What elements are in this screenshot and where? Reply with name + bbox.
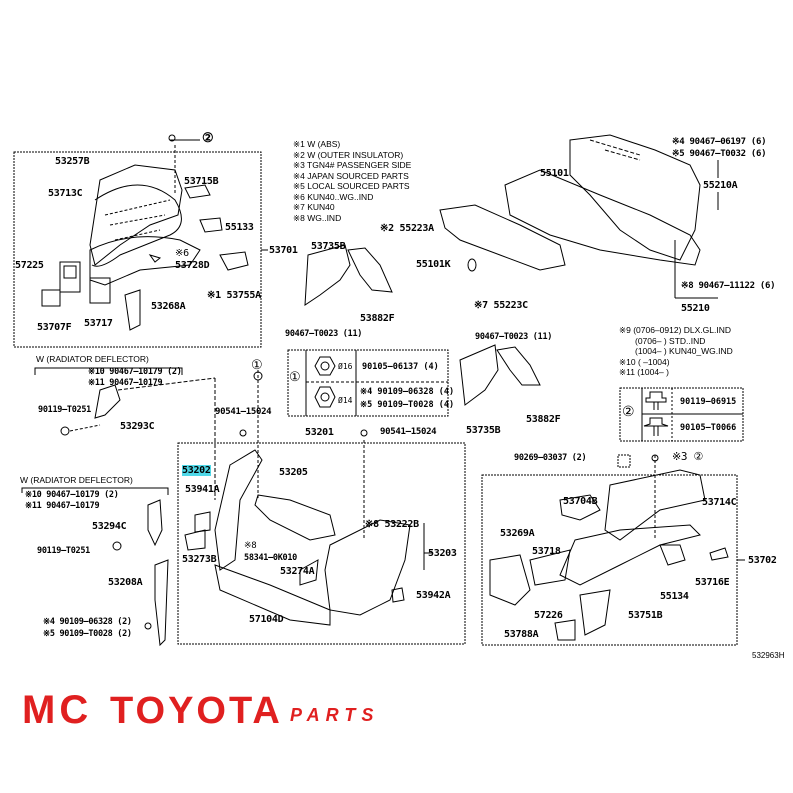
bolt-part[interactable]: 90105–T0066	[680, 423, 737, 433]
part-label[interactable]: 53735B	[311, 241, 346, 252]
part-label[interactable]: 53269A	[500, 528, 535, 539]
part-label[interactable]: 53942A	[416, 590, 451, 601]
part-label[interactable]: 57104D	[249, 614, 284, 625]
part-label[interactable]: 53205	[279, 467, 308, 478]
callout-3-2: ※3 ②	[672, 450, 704, 463]
group-title: W (RADIATOR DEFLECTOR)	[20, 475, 133, 485]
part-label[interactable]: ※10 90467–10179 (2)	[25, 490, 119, 500]
group-title: W (RADIATOR DEFLECTOR)	[36, 354, 149, 364]
legend-notes-2: ※9 (0706–0912) DLX.GL.IND (0706– ) STD..…	[619, 325, 733, 378]
part-label[interactable]: 53718	[532, 546, 561, 557]
part-label[interactable]: 53882F	[360, 313, 395, 324]
legend-note: ※7 KUN40	[293, 202, 335, 212]
bolt-diameter: Ø16	[338, 362, 353, 371]
diagram-code: 532963H	[752, 651, 785, 660]
legend-note: ※4 JAPAN SOURCED PARTS	[293, 170, 409, 181]
part-label[interactable]: 90119–T0251	[37, 546, 90, 556]
part-label[interactable]: 53735B	[466, 425, 501, 436]
part-label[interactable]: 53273B	[182, 554, 217, 565]
legend-note: ※1 W (ABS)	[293, 139, 341, 149]
legend-note: ※8 WG..IND	[293, 212, 342, 223]
part-label[interactable]: ※4 90467–06197 (6)	[672, 137, 767, 147]
part-label[interactable]: ※8 90467–11122 (6)	[681, 281, 776, 291]
bolt-part[interactable]: 90105–06137 (4)	[362, 362, 439, 372]
part-label[interactable]: 53728D	[175, 260, 210, 271]
assembly-label[interactable]: 53702	[748, 555, 777, 566]
legend-note: ※9 (0706–0912) DLX.GL.IND	[619, 325, 732, 335]
part-label-highlighted[interactable]: 53202	[182, 465, 211, 476]
part-label[interactable]: 53707F	[37, 322, 72, 333]
part-label[interactable]: 53208A	[108, 577, 143, 588]
legend-notes: ※1 W (ABS) ※2 W (OUTER INSULATOR) ※3 TGN…	[293, 139, 411, 223]
part-label[interactable]: ※11 90467–10179	[25, 501, 100, 511]
part-label[interactable]: 53941A	[185, 484, 220, 495]
part-label[interactable]: 53751B	[628, 610, 663, 621]
marker-1: ①	[251, 358, 263, 373]
callout-2: ②	[202, 131, 214, 146]
part-label[interactable]: ※7 55223C	[474, 300, 528, 311]
watermark-mc: MC	[22, 688, 93, 732]
table-marker-1: ①	[289, 370, 301, 385]
part-label[interactable]: 57225	[15, 260, 44, 271]
part-label[interactable]: 53882F	[526, 414, 561, 425]
part-label[interactable]: 53294C	[92, 521, 127, 532]
part-label[interactable]: ※4 90109–06328 (2)	[43, 617, 132, 627]
part-label[interactable]: 90467–T0023 (11)	[475, 332, 553, 342]
part-label[interactable]: 53717	[84, 318, 113, 329]
part-label[interactable]: ※2 55223A	[380, 223, 434, 234]
part-label[interactable]: 90467–T0023 (11)	[285, 329, 363, 339]
legend-note: ※11 (1004– )	[619, 367, 669, 377]
part-label[interactable]: 53268A	[151, 301, 186, 312]
bolt-diameter: Ø14	[338, 396, 353, 405]
part-label[interactable]: ※5 90467–T0032 (6)	[672, 149, 767, 159]
part-label[interactable]: 55134	[660, 591, 689, 602]
bolt-part[interactable]: ※5 90109–T0028 (4)	[360, 400, 455, 410]
legend-note: ※2 W (OUTER INSULATOR)	[293, 149, 404, 160]
assembly-label[interactable]: 53701	[269, 245, 298, 256]
part-label[interactable]: 53714C	[702, 497, 737, 508]
part-label[interactable]: 53203	[428, 548, 457, 559]
part-label[interactable]: 90269–03037 (2)	[514, 453, 587, 463]
part-label[interactable]: ※10 90467–10179 (2)	[88, 367, 182, 377]
part-label[interactable]: 53715B	[184, 176, 219, 187]
part-label[interactable]: 53293C	[120, 421, 155, 432]
legend-note: ※10 ( –1004)	[619, 356, 670, 367]
part-label[interactable]: 55101	[540, 168, 569, 179]
legend-note: ※5 LOCAL SOURCED PARTS	[293, 181, 410, 191]
part-label[interactable]: 55210A	[703, 180, 738, 191]
part-label[interactable]: 58341–0K010	[244, 553, 297, 563]
legend-note: ※6 KUN40..WG..IND	[293, 191, 374, 202]
part-label[interactable]: 53274A	[280, 566, 315, 577]
part-label[interactable]: 53704B	[563, 496, 598, 507]
part-label[interactable]: ※11 90467–10179	[88, 378, 163, 388]
watermark-toyota: TOYOTA	[110, 690, 283, 732]
part-label[interactable]: 90541–15024	[380, 427, 437, 437]
part-label[interactable]: 53788A	[504, 629, 539, 640]
legend-note: ※3 TGN4# PASSENGER SIDE	[293, 160, 412, 170]
legend-note: (1004– ) KUN40_WG.IND	[635, 346, 733, 356]
part-label[interactable]: 53713C	[48, 188, 83, 199]
part-label[interactable]: 90541–15024	[215, 407, 272, 417]
part-label[interactable]: ※5 90109–T0028 (2)	[43, 629, 132, 639]
note-marker: ※6	[175, 248, 189, 259]
bolt-part[interactable]: 90119–06915	[680, 397, 737, 407]
part-label[interactable]: 53716E	[695, 577, 730, 588]
part-label[interactable]: 90119–T0251	[38, 405, 91, 415]
assembly-label[interactable]: 53201	[305, 427, 334, 438]
part-label[interactable]: 57226	[534, 610, 563, 621]
part-label[interactable]: ※1 53755A	[207, 290, 261, 301]
legend-note: (0706– ) STD..IND	[635, 335, 706, 346]
part-label[interactable]: 55133	[225, 222, 254, 233]
table-marker-2: ②	[622, 404, 635, 420]
part-label[interactable]: 55210	[681, 303, 710, 314]
part-label[interactable]: 55101K	[416, 259, 451, 270]
part-label[interactable]: ※8 53222B	[365, 519, 419, 530]
bolt-part[interactable]: ※4 90109–06328 (4)	[360, 387, 455, 397]
watermark-parts: PARTS	[290, 705, 380, 725]
part-label[interactable]: 53257B	[55, 156, 90, 167]
note-marker: ※8	[244, 541, 257, 551]
